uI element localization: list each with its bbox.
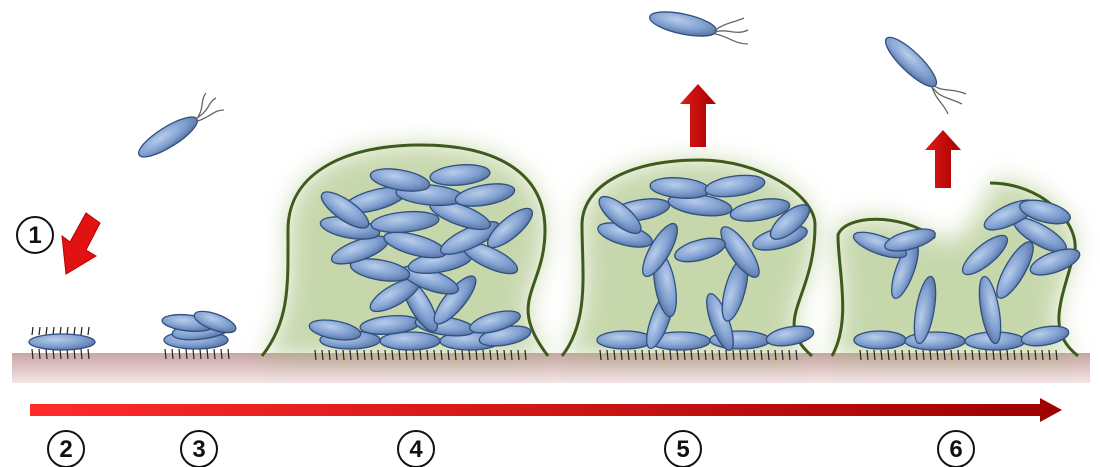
stage-label-1: 1 (17, 217, 53, 253)
bacterium-icon (905, 332, 965, 350)
timeline-arrow-icon (30, 398, 1062, 422)
planktonic-bacterium-3 (880, 31, 966, 114)
svg-text:3: 3 (192, 436, 205, 463)
stage-label-5: 5 (665, 431, 701, 467)
dispersal-arrow-icon-2 (925, 130, 961, 188)
red-arrow-icon (62, 213, 100, 274)
stage-label-6: 6 (938, 431, 974, 467)
stage-label-2: 2 (48, 431, 84, 467)
bacterium-icon (854, 331, 906, 349)
stage-label-4: 4 (398, 431, 434, 467)
svg-text:4: 4 (409, 436, 423, 463)
svg-text:5: 5 (676, 436, 689, 463)
bacterium-icon (29, 334, 95, 350)
bacterium-icon (597, 331, 653, 349)
svg-text:1: 1 (28, 222, 41, 249)
substrate-surface (12, 353, 1090, 383)
dispersal-arrow-icon-1 (680, 84, 716, 147)
svg-text:2: 2 (59, 436, 72, 463)
svg-text:6: 6 (949, 436, 962, 463)
planktonic-bacterium-1 (134, 93, 224, 163)
stage-label-3: 3 (181, 431, 217, 467)
planktonic-bacterium-2 (648, 7, 748, 44)
